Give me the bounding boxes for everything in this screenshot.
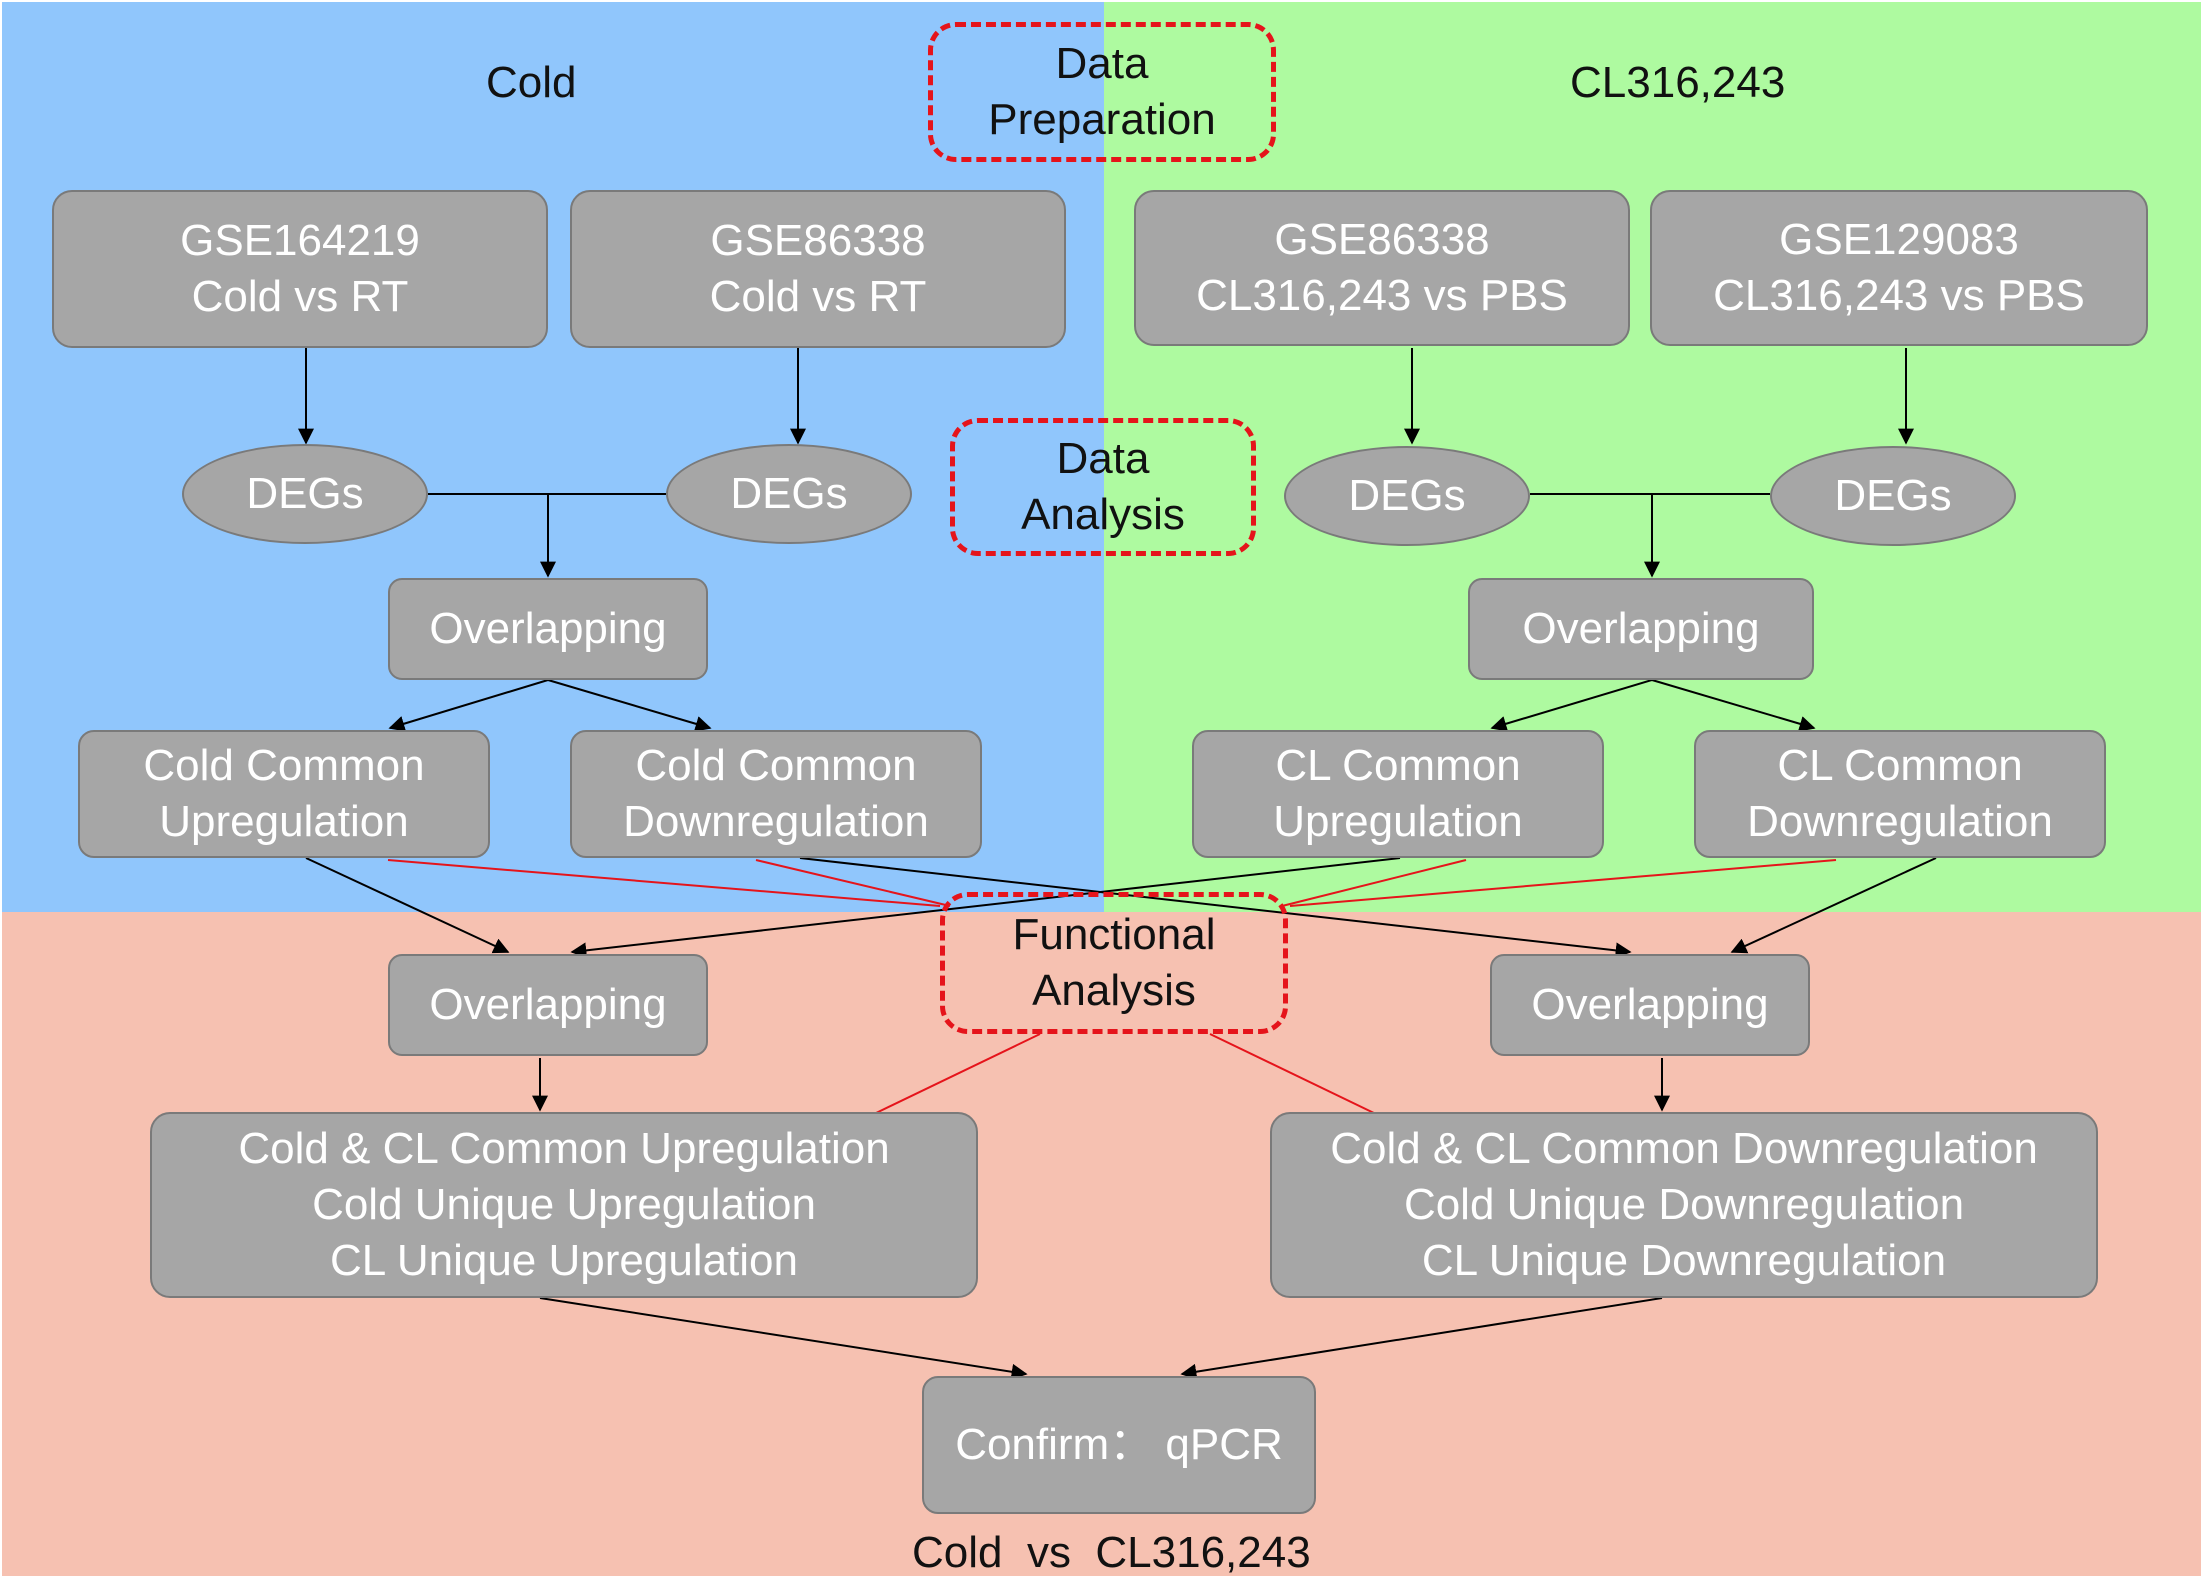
comparison-footer: Cold vs CL316,243	[912, 1528, 1311, 1577]
degs-cl-1: DEGs	[1284, 446, 1530, 546]
result-line: CL Unique Upregulation	[330, 1236, 798, 1285]
cl316243-header: CL316,243	[1570, 58, 1786, 107]
degs-cold-2: DEGs	[666, 444, 912, 544]
box-line: Downregulation	[1747, 797, 2053, 846]
stage-label: Data	[1056, 434, 1150, 483]
stage-data-analysis: Data Analysis	[950, 418, 1256, 556]
overlapping-cold: Overlapping	[388, 578, 708, 680]
stage-label: Data	[1055, 39, 1149, 88]
dataset-gse86338-cl: GSE86338 CL316,243 vs PBS	[1134, 190, 1630, 346]
cl-common-upregulation: CL Common Upregulation	[1192, 730, 1604, 858]
box-line: Cold Common	[635, 741, 917, 790]
dataset-gse86338-cold: GSE86338 Cold vs RT	[570, 190, 1066, 348]
dataset-comparison: Cold vs RT	[191, 272, 409, 321]
dataset-id: GSE129083	[1779, 215, 2019, 264]
stage-label: Analysis	[1032, 966, 1196, 1015]
stage-label: Analysis	[1021, 490, 1185, 539]
box-line: Upregulation	[159, 797, 409, 846]
result-line: Cold & CL Common Upregulation	[238, 1124, 890, 1173]
dataset-comparison: Cold vs RT	[709, 272, 927, 321]
dataset-comparison: CL316,243 vs PBS	[1713, 271, 2085, 320]
result-line: Cold Unique Downregulation	[1403, 1180, 1965, 1229]
result-line: Cold Unique Upregulation	[312, 1180, 816, 1229]
downregulation-results: Cold & CL Common Downregulation Cold Uni…	[1270, 1112, 2098, 1298]
box-line: Downregulation	[623, 797, 929, 846]
degs-cl-2: DEGs	[1770, 446, 2016, 546]
degs-cold-1: DEGs	[182, 444, 428, 544]
box-line: Upregulation	[1273, 797, 1523, 846]
result-line: CL Unique Downregulation	[1421, 1236, 1947, 1285]
cold-header: Cold	[486, 58, 577, 107]
cold-common-upregulation: Cold Common Upregulation	[78, 730, 490, 858]
cold-common-downregulation: Cold Common Downregulation	[570, 730, 982, 858]
box-line: CL Common	[1275, 741, 1521, 790]
stage-data-preparation: Data Preparation	[928, 22, 1276, 162]
stage-functional-analysis: Functional Analysis	[940, 892, 1288, 1034]
overlapping-upregulation: Overlapping	[388, 954, 708, 1056]
cl-common-downregulation: CL Common Downregulation	[1694, 730, 2106, 858]
confirm-qpcr: Confirm： qPCR	[922, 1376, 1316, 1514]
box-line: CL Common	[1777, 741, 2023, 790]
dataset-id: GSE164219	[180, 216, 420, 265]
dataset-id: GSE86338	[710, 216, 926, 265]
overlapping-downregulation: Overlapping	[1490, 954, 1810, 1056]
dataset-gse129083-cl: GSE129083 CL316,243 vs PBS	[1650, 190, 2148, 346]
stage-label: Functional	[1012, 910, 1216, 959]
dataset-id: GSE86338	[1274, 215, 1490, 264]
upregulation-results: Cold & CL Common Upregulation Cold Uniqu…	[150, 1112, 978, 1298]
overlapping-cl: Overlapping	[1468, 578, 1814, 680]
box-line: Cold Common	[143, 741, 425, 790]
result-line: Cold & CL Common Downregulation	[1330, 1124, 2038, 1173]
dataset-gse164219-cold: GSE164219 Cold vs RT	[52, 190, 548, 348]
stage-label: Preparation	[988, 95, 1216, 144]
dataset-comparison: CL316,243 vs PBS	[1196, 271, 1568, 320]
